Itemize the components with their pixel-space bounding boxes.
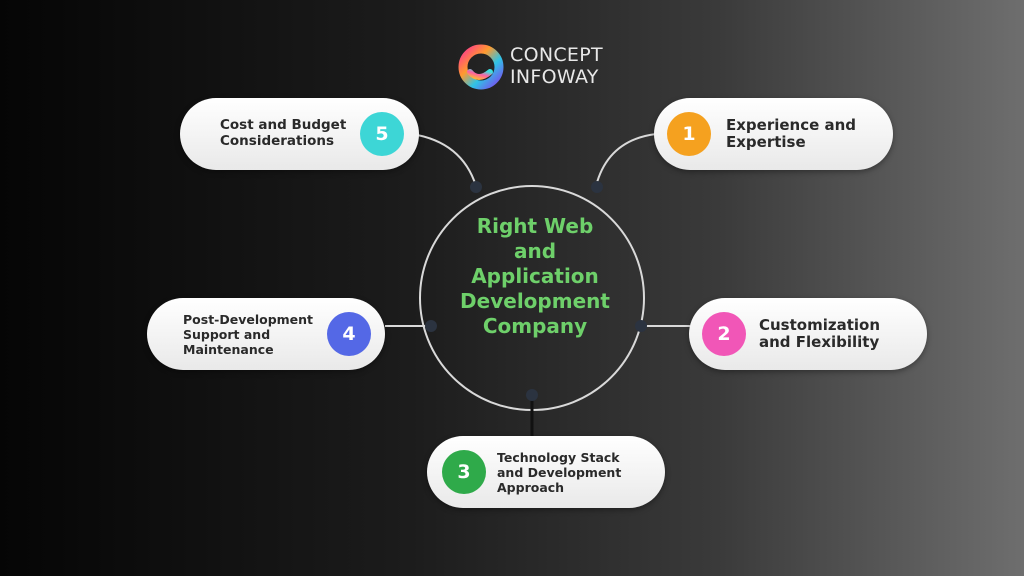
brand-logo: CONCEPT INFOWAY (456, 42, 616, 94)
item-5-label: Cost and Budget Considerations (220, 117, 347, 149)
node-item-4 (425, 320, 437, 332)
connector-item-5 (411, 133, 477, 187)
item-1-badge: 1 (667, 112, 711, 156)
item-1-card: 1 Experience and Expertise (654, 98, 893, 170)
item-3-label: Technology Stack and Development Approac… (497, 450, 622, 495)
item-1-label: Experience and Expertise (726, 116, 857, 151)
brand-name-line2: INFOWAY (510, 66, 599, 88)
node-item-1 (591, 181, 603, 193)
node-item-3 (526, 389, 538, 401)
item-4-badge: 4 (327, 312, 371, 356)
node-item-2 (635, 320, 647, 332)
item-2-badge: 2 (702, 312, 746, 356)
node-item-5 (470, 181, 482, 193)
connector-item-1 (595, 133, 657, 187)
item-3-badge: 3 (442, 450, 486, 494)
item-2-label: Customization and Flexibility (759, 316, 881, 351)
item-5-badge: 5 (360, 112, 404, 156)
item-4-card: Post-Development Support and Maintenance… (147, 298, 385, 370)
center-title: Right Web and Application Development Co… (460, 214, 610, 338)
item-2-card: 2 Customization and Flexibility (689, 298, 927, 370)
concept-infoway-logo-icon (458, 44, 504, 90)
item-5-card: Cost and Budget Considerations 5 (180, 98, 419, 170)
item-3-card: 3 Technology Stack and Development Appro… (427, 436, 665, 508)
brand-name-line1: CONCEPT (510, 44, 603, 66)
item-4-label: Post-Development Support and Maintenance (183, 312, 314, 357)
